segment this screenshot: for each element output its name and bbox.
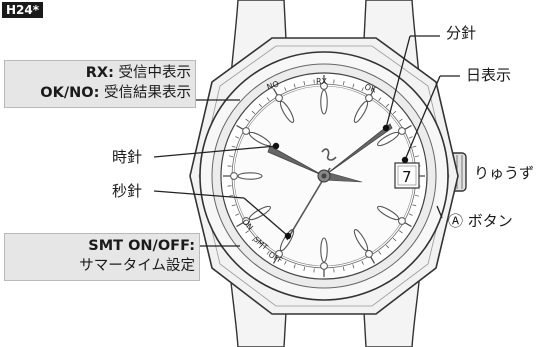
minute-tick	[293, 264, 296, 269]
minute-tick	[272, 256, 279, 264]
minute-tick	[245, 230, 249, 234]
hour-indices	[230, 82, 406, 270]
minute-tick	[235, 213, 240, 216]
hour-index	[237, 172, 263, 180]
rx-key: RX:	[85, 65, 114, 81]
lume-dot	[365, 250, 373, 258]
hour-index	[248, 131, 271, 147]
minute-tick	[293, 83, 296, 88]
leader-lines	[153, 35, 460, 247]
scale-no: NO	[266, 79, 281, 92]
oknno-key: OK/NO:	[40, 85, 100, 101]
minute-tick	[408, 213, 413, 216]
hour-index	[320, 89, 328, 115]
minute-tick	[385, 244, 390, 249]
minute-tick	[258, 244, 263, 249]
smt-key: SMT ON/OFF:	[88, 238, 195, 254]
hour-index	[353, 100, 369, 123]
lume-dot	[242, 217, 250, 225]
minute-tick	[361, 260, 364, 265]
minute-tick	[258, 103, 263, 108]
lume-dot	[275, 94, 283, 102]
minute-tick	[378, 251, 382, 255]
lume-dot	[398, 127, 406, 135]
minute-tick	[236, 221, 244, 228]
date-value: 7	[402, 168, 412, 186]
minute-tick	[251, 110, 256, 115]
minute-tick	[303, 266, 306, 271]
minute-tick	[342, 266, 345, 271]
minute-tick	[414, 155, 419, 158]
scale-ok: OK	[363, 82, 377, 94]
minute-tick	[412, 145, 417, 148]
lume-dot	[242, 127, 250, 135]
minute-tick	[412, 204, 417, 207]
minute-tick	[414, 194, 419, 197]
minute-tick	[236, 124, 244, 131]
minute-tick	[284, 260, 287, 265]
date-window	[394, 162, 420, 189]
minute-tick	[404, 221, 412, 228]
rx-text: 受信中表示	[118, 65, 192, 81]
smt-callout-box: SMT ON/OFF: サマータイム設定	[4, 233, 200, 281]
lume-dot	[320, 262, 328, 270]
second-hand-label: 秒針	[112, 182, 143, 200]
button-a-label: Ⓐ ボタン	[448, 212, 513, 230]
scale-rx: RX	[316, 77, 328, 86]
hour-index	[279, 100, 295, 123]
rx-callout-box: RX: 受信中表示 OK/NO: 受信結果表示	[4, 60, 196, 108]
hour-index	[377, 131, 400, 147]
hour-index	[377, 205, 400, 221]
minute-tick	[251, 237, 256, 242]
lume-dot	[365, 94, 373, 102]
minute-tick	[352, 83, 355, 88]
minute-tick	[392, 110, 397, 115]
minute-tick	[369, 256, 376, 264]
minute-tick	[378, 97, 382, 101]
minute-tick	[408, 136, 413, 139]
minute-tick	[284, 87, 287, 92]
hour-hand-label: 時針	[112, 148, 143, 166]
oknno-text: 受信結果表示	[104, 85, 191, 101]
minute-hand-label: 分針	[446, 24, 477, 42]
minute-tick	[235, 136, 240, 139]
hour-index	[353, 229, 369, 252]
date-display-label: 日表示	[466, 66, 512, 84]
model-tag: H24*	[2, 2, 44, 18]
minute-tick	[399, 118, 403, 122]
lume-dot	[398, 217, 406, 225]
minute-ticks	[223, 75, 425, 277]
hour-hand	[267, 145, 325, 177]
crown-label: りゅうず	[474, 164, 535, 182]
minute-tick	[229, 155, 234, 158]
minute-tick	[352, 264, 355, 269]
minute-tick	[303, 81, 306, 86]
minute-tick	[266, 251, 270, 255]
lume-dot	[320, 82, 328, 90]
minute-tick	[404, 124, 412, 131]
minute-tick	[272, 88, 279, 96]
minute-tick	[369, 88, 376, 96]
hour-index	[320, 237, 328, 263]
minute-tick	[229, 194, 234, 197]
minute-tick	[266, 97, 270, 101]
lume-dot	[275, 250, 283, 258]
minute-tick	[231, 204, 236, 207]
minute-tick	[392, 237, 397, 242]
minute-tick	[385, 103, 390, 108]
minute-tick	[231, 145, 236, 148]
smt-text: サマータイム設定	[79, 258, 195, 274]
minute-tick	[342, 81, 345, 86]
minute-tick	[399, 230, 403, 234]
minute-hand	[323, 123, 393, 177]
minute-tick	[361, 87, 364, 92]
minute-tick	[245, 118, 249, 122]
lume-dot	[230, 172, 238, 180]
